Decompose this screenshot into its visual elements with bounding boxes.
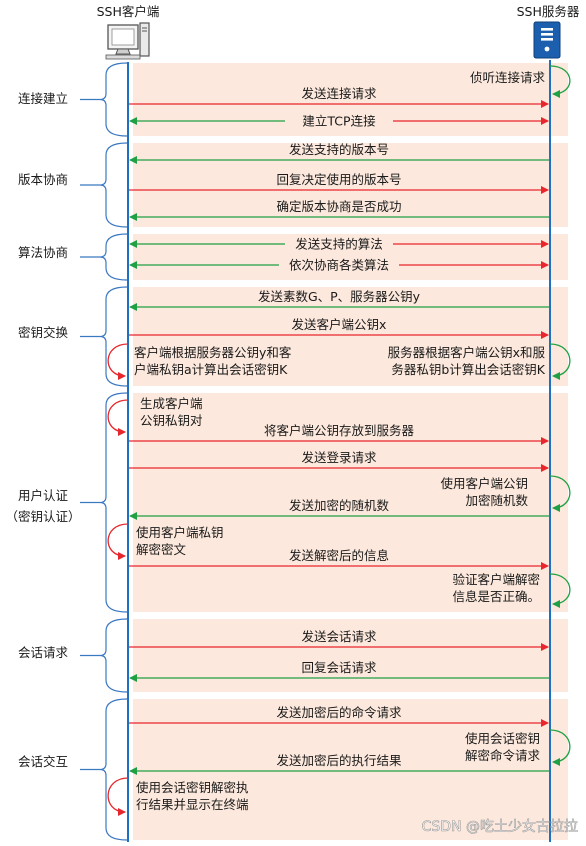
self-action-label: 务器私钥b计算出会话密钥K <box>391 362 545 377</box>
self-action-label: 生成客户端 <box>140 396 203 411</box>
message: 发送加密的随机数 <box>129 498 549 520</box>
message-label: 确定版本协商是否成功 <box>276 199 401 214</box>
message-label: 回复决定使用的版本号 <box>276 172 401 187</box>
message-label: 发送加密后的命令请求 <box>276 705 402 720</box>
message: 发送加密后的执行结果 <box>129 753 549 775</box>
phase-label: 算法协商 <box>18 245 68 260</box>
phase-band <box>133 287 568 386</box>
phase-bracket <box>99 62 128 137</box>
self-action-label: 使用会话密钥解密执 <box>136 780 249 795</box>
message: 发送登录请求 <box>129 450 549 472</box>
message-label: 发送解密后的信息 <box>289 548 389 563</box>
phase-bracket <box>99 233 128 281</box>
phase-band <box>133 143 568 227</box>
message-label: 发送支持的算法 <box>295 237 383 252</box>
message: 将客户端公钥存放到服务器 <box>129 423 549 445</box>
phase-band <box>133 393 568 612</box>
self-action-label: 侦听连接请求 <box>470 70 546 85</box>
message-label: 发送加密的随机数 <box>289 498 390 513</box>
message-label: 回复会话请求 <box>301 660 377 675</box>
message: 发送支持的算法 <box>129 237 549 252</box>
message: 发送会话请求 <box>129 629 549 651</box>
phase-band <box>133 63 568 136</box>
self-action-label: 加密随机数 <box>465 493 528 508</box>
self-action: 侦听连接请求 <box>470 65 571 98</box>
message-label: 发送登录请求 <box>301 450 377 465</box>
messages: 发送连接请求建立TCP连接发送支持的版本号回复决定使用的版本号确定版本协商是否成… <box>129 86 549 775</box>
self-action-label: 信息是否正确。 <box>452 589 540 604</box>
phase-label-secondary: （密钥认证） <box>5 509 80 524</box>
message-label: 发送连接请求 <box>301 86 377 101</box>
message: 回复决定使用的版本号 <box>129 172 549 194</box>
self-action-label: 行结果并显示在终端 <box>136 797 249 812</box>
message-label: 发送客户端公钥x <box>292 317 387 332</box>
phase-band <box>133 619 568 692</box>
self-action-label: 解密密文 <box>136 542 187 557</box>
self-action-label: 公钥私钥对 <box>140 413 203 428</box>
phase-bracket <box>99 142 128 228</box>
self-action-label: 户端私钥a计算出会话密钥K <box>134 362 288 377</box>
phase-bracket <box>99 618 128 693</box>
self-action-label: 客户端根据服务器公钥y和客 <box>134 345 292 360</box>
message: 建立TCP连接 <box>129 114 549 129</box>
self-action-label: 服务器根据客户端公钥x和服 <box>388 345 546 360</box>
phase-label: 会话交互 <box>18 754 68 769</box>
self-action-label: 使用会话密钥 <box>465 731 540 746</box>
server-title: SSH服务器 <box>517 4 580 19</box>
server-icon <box>533 21 561 59</box>
phase-label: 连接建立 <box>18 91 68 106</box>
self-action-label: 使用客户端公钥 <box>440 476 528 491</box>
message-label: 发送会话请求 <box>301 629 377 644</box>
message: 发送素数G、P、服务器公钥y <box>129 289 549 311</box>
phase-bracket <box>99 392 128 613</box>
self-action-label: 验证客户端解密 <box>452 572 540 587</box>
message: 回复会话请求 <box>129 660 549 682</box>
client-title: SSH客户端 <box>97 4 160 19</box>
computer-icon <box>105 22 150 60</box>
self-action-label: 使用客户端私钥 <box>136 525 224 540</box>
message: 确定版本协商是否成功 <box>129 199 549 221</box>
watermark: CSDN @吃土少女古拉拉 <box>422 818 578 835</box>
phase-label: 会话请求 <box>18 645 69 660</box>
message: 依次协商各类算法 <box>129 258 549 273</box>
phase-bracket <box>99 286 128 387</box>
message-label: 发送支持的版本号 <box>289 142 389 157</box>
message: 发送连接请求 <box>129 86 549 108</box>
self-action-label: 解密命令请求 <box>465 748 541 763</box>
phase-band <box>133 234 568 280</box>
message: 发送加密后的命令请求 <box>129 705 549 727</box>
message-label: 发送加密后的执行结果 <box>276 753 402 768</box>
phase-label: 用户认证 <box>18 488 69 503</box>
phase-bracket <box>99 698 128 841</box>
phase-label: 版本协商 <box>18 172 68 187</box>
message-label: 依次协商各类算法 <box>289 258 389 273</box>
message-label: 将客户端公钥存放到服务器 <box>264 423 415 438</box>
message: 发送支持的版本号 <box>129 142 549 164</box>
message-label: 发送素数G、P、服务器公钥y <box>258 289 421 304</box>
message: 发送解密后的信息 <box>129 548 549 570</box>
phase-label: 密钥交换 <box>18 325 69 340</box>
message: 发送客户端公钥x <box>129 317 549 339</box>
message-label: 建立TCP连接 <box>302 114 376 129</box>
